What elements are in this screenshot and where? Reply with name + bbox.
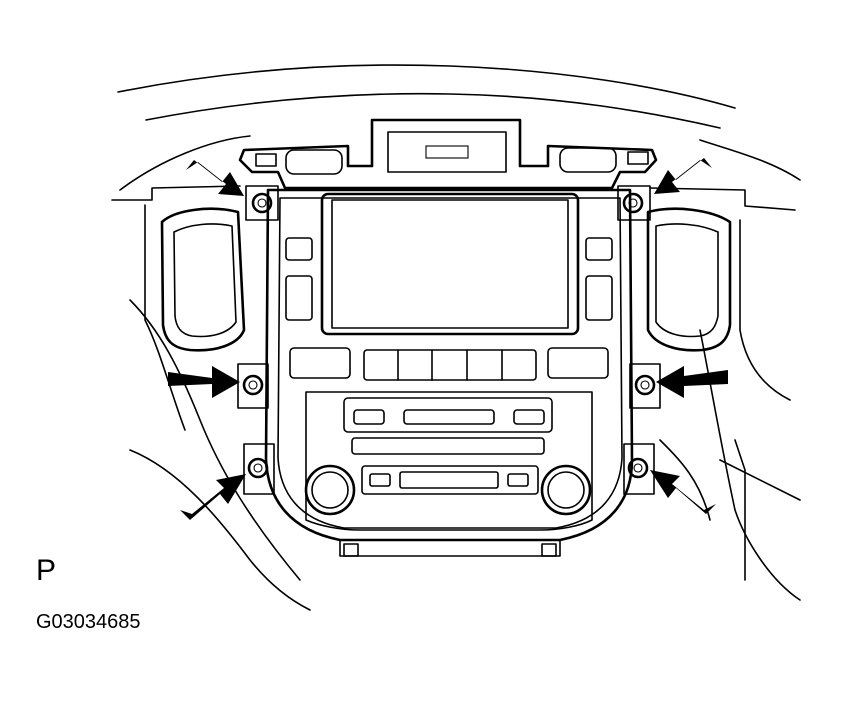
bolt-upper-right xyxy=(622,192,644,214)
mounting-bolts xyxy=(242,192,656,479)
arrow-lower-left xyxy=(180,474,246,520)
figure-code: G03034685 xyxy=(36,611,141,633)
view-label: P xyxy=(36,554,57,587)
dashboard-outline xyxy=(111,64,801,611)
control-knobs xyxy=(304,464,592,516)
top-bezel xyxy=(238,118,658,190)
bolt-lower-left xyxy=(247,457,269,479)
arrow-middle-left xyxy=(168,366,240,398)
right-air-vent xyxy=(646,207,732,352)
arrow-upper-left xyxy=(186,160,244,196)
bottom-clips xyxy=(339,539,561,557)
bolt-lower-right xyxy=(627,457,649,479)
arrow-lower-right xyxy=(650,470,716,514)
left-air-vent xyxy=(160,207,246,352)
arrows xyxy=(168,158,728,520)
right-knob xyxy=(540,464,592,516)
button-row xyxy=(289,347,609,381)
lower-control-panel xyxy=(305,391,593,531)
arrow-upper-right xyxy=(654,158,712,194)
bolt-middle-right xyxy=(634,374,656,396)
display-screen xyxy=(320,192,580,336)
bolt-middle-left xyxy=(242,374,264,396)
arrow-middle-right xyxy=(656,366,728,398)
left-knob xyxy=(304,464,356,516)
bolt-upper-left xyxy=(251,192,273,214)
screen-side-buttons xyxy=(285,237,613,321)
